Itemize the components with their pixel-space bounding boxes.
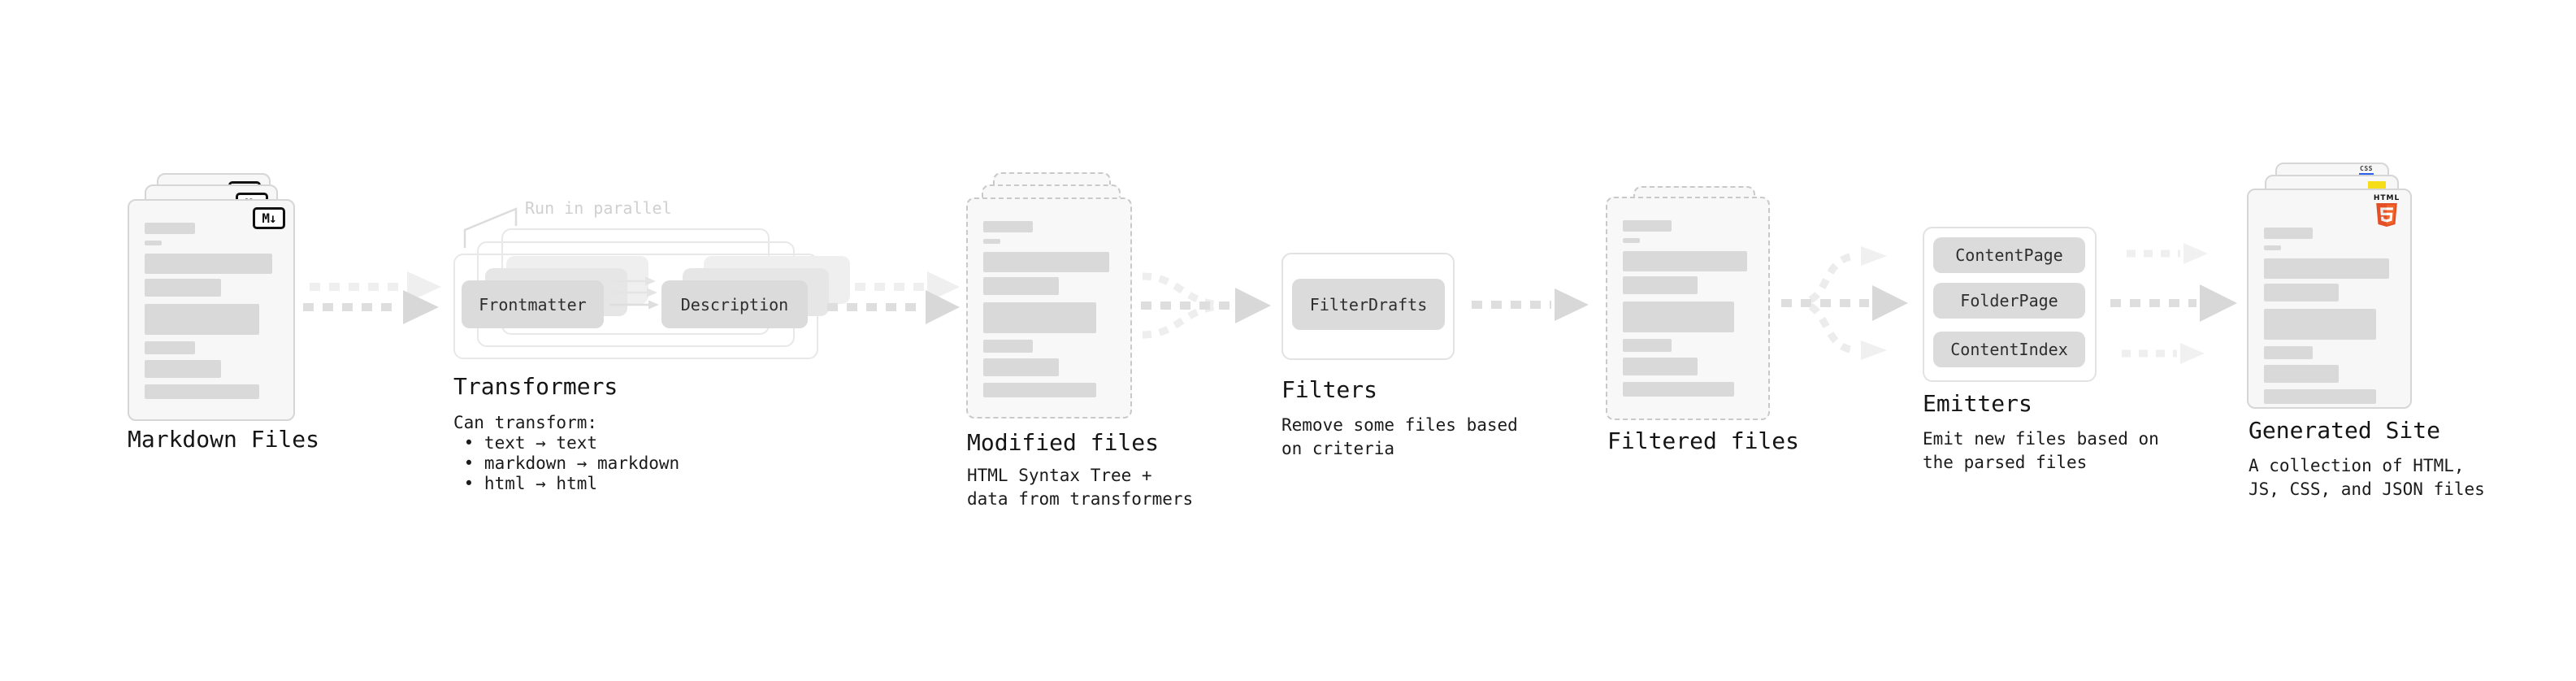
markdown-files-label: Markdown Files	[128, 426, 320, 453]
emitters-description: Emit new files based on the parsed files	[1923, 429, 2159, 472]
placeholder-bar	[1623, 238, 1640, 243]
arrowhead	[1872, 285, 1908, 321]
placeholder-bar	[1623, 251, 1748, 271]
arrow-modified-to-filters-merge	[1141, 272, 1271, 339]
placeholder-bar	[2264, 309, 2377, 340]
placeholder-bar	[2264, 245, 2281, 250]
text-placeholder-bars	[1623, 220, 1751, 397]
placeholder-bar	[2264, 228, 2314, 239]
filtered-file-card-front	[1606, 197, 1770, 420]
filterdrafts-pill: FilterDrafts	[1292, 279, 1445, 330]
placeholder-bar	[983, 358, 1059, 376]
arrow-markdown-to-transformers	[303, 271, 441, 324]
fanout-curve-bottom	[1808, 303, 1857, 354]
arrowhead-faded	[1861, 340, 1887, 360]
placeholder-bar	[983, 239, 1000, 244]
arrowhead-faded	[2184, 243, 2208, 264]
text-placeholder-bars	[145, 223, 276, 399]
placeholder-bar	[1623, 220, 1672, 232]
modified-files-label: Modified files	[967, 429, 1160, 456]
placeholder-bar	[983, 221, 1033, 232]
placeholder-bar	[145, 241, 163, 245]
placeholder-bar	[983, 302, 1097, 333]
modified-file-card-front	[966, 197, 1132, 419]
filtered-files-label: Filtered files	[1607, 427, 1800, 454]
placeholder-bar	[145, 360, 221, 378]
merge-curve-top	[1142, 272, 1221, 309]
placeholder-bar	[1623, 339, 1672, 352]
arrow-filtered-to-emitters-fanout	[1781, 246, 1908, 360]
arrow-filters-to-filtered	[1472, 288, 1589, 321]
arrowhead	[1235, 288, 1271, 323]
parallel-transform-arrows	[609, 276, 659, 310]
placeholder-bar	[2264, 346, 2314, 359]
merge-curve-bottom	[1142, 302, 1221, 339]
placeholder-bar	[983, 277, 1059, 295]
placeholder-bar	[145, 384, 259, 399]
arrowhead	[2200, 284, 2237, 322]
run-in-parallel-annotation: Run in parallel	[525, 198, 672, 218]
description-pill: Description	[661, 280, 808, 328]
markdown-file-card-front: M↓	[128, 199, 295, 421]
placeholder-bar	[2264, 389, 2377, 404]
placeholder-bar	[1623, 358, 1698, 375]
placeholder-bar	[2264, 365, 2340, 383]
emitters-box: ContentPage FolderPage ContentIndex	[1923, 227, 2097, 382]
filters-description: Remove some files based on criteria	[1281, 415, 1518, 458]
placeholder-bar	[983, 340, 1033, 353]
arrow-transformers-to-modified	[827, 271, 960, 324]
arrowhead-faded	[2180, 343, 2205, 364]
placeholder-bar	[983, 383, 1097, 397]
modified-files-description: HTML Syntax Tree + data from transformer…	[967, 466, 1194, 509]
arrowhead	[926, 290, 960, 324]
placeholder-bar	[145, 341, 195, 354]
annotation-leader-line	[463, 207, 518, 248]
placeholder-bar	[2264, 258, 2390, 279]
placeholder-bar	[2264, 284, 2340, 301]
placeholder-bar	[983, 252, 1110, 272]
contentpage-pill: ContentPage	[1933, 237, 2085, 273]
contentindex-pill: ContentIndex	[1933, 332, 2085, 367]
placeholder-bar	[145, 304, 259, 335]
folderpage-pill: FolderPage	[1933, 283, 2085, 319]
markdown-icon: M↓	[253, 207, 285, 229]
html5-icon: HTML	[2373, 195, 2400, 227]
generated-site-description: A collection of HTML, JS, CSS, and JSON …	[2249, 456, 2485, 499]
emitters-label: Emitters	[1923, 390, 2032, 417]
arrowhead	[1555, 288, 1589, 321]
placeholder-bar	[1623, 382, 1735, 397]
transformers-label: Transformers	[453, 373, 618, 400]
placeholder-bar	[1623, 276, 1698, 294]
frontmatter-pill: Frontmatter	[462, 280, 604, 328]
text-placeholder-bars	[2264, 228, 2393, 404]
arrowhead-faded	[927, 271, 960, 302]
fanout-curve-top	[1808, 252, 1857, 303]
arrowhead-faded	[407, 271, 441, 302]
placeholder-bar	[1623, 301, 1735, 332]
filters-box: FilterDrafts	[1281, 253, 1455, 360]
text-placeholder-bars	[983, 221, 1113, 397]
arrowhead-faded	[1861, 246, 1887, 266]
filters-label: Filters	[1281, 376, 1378, 403]
site-file-card-html: HTML	[2247, 189, 2412, 409]
generated-site-label: Generated Site	[2249, 417, 2441, 444]
arrow-emitters-to-site	[2110, 243, 2237, 364]
arrowhead	[403, 290, 439, 324]
placeholder-bar	[145, 223, 195, 234]
transformers-description: Can transform: • text → text • markdown …	[453, 413, 680, 493]
placeholder-bar	[145, 254, 273, 274]
placeholder-bar	[145, 279, 221, 297]
